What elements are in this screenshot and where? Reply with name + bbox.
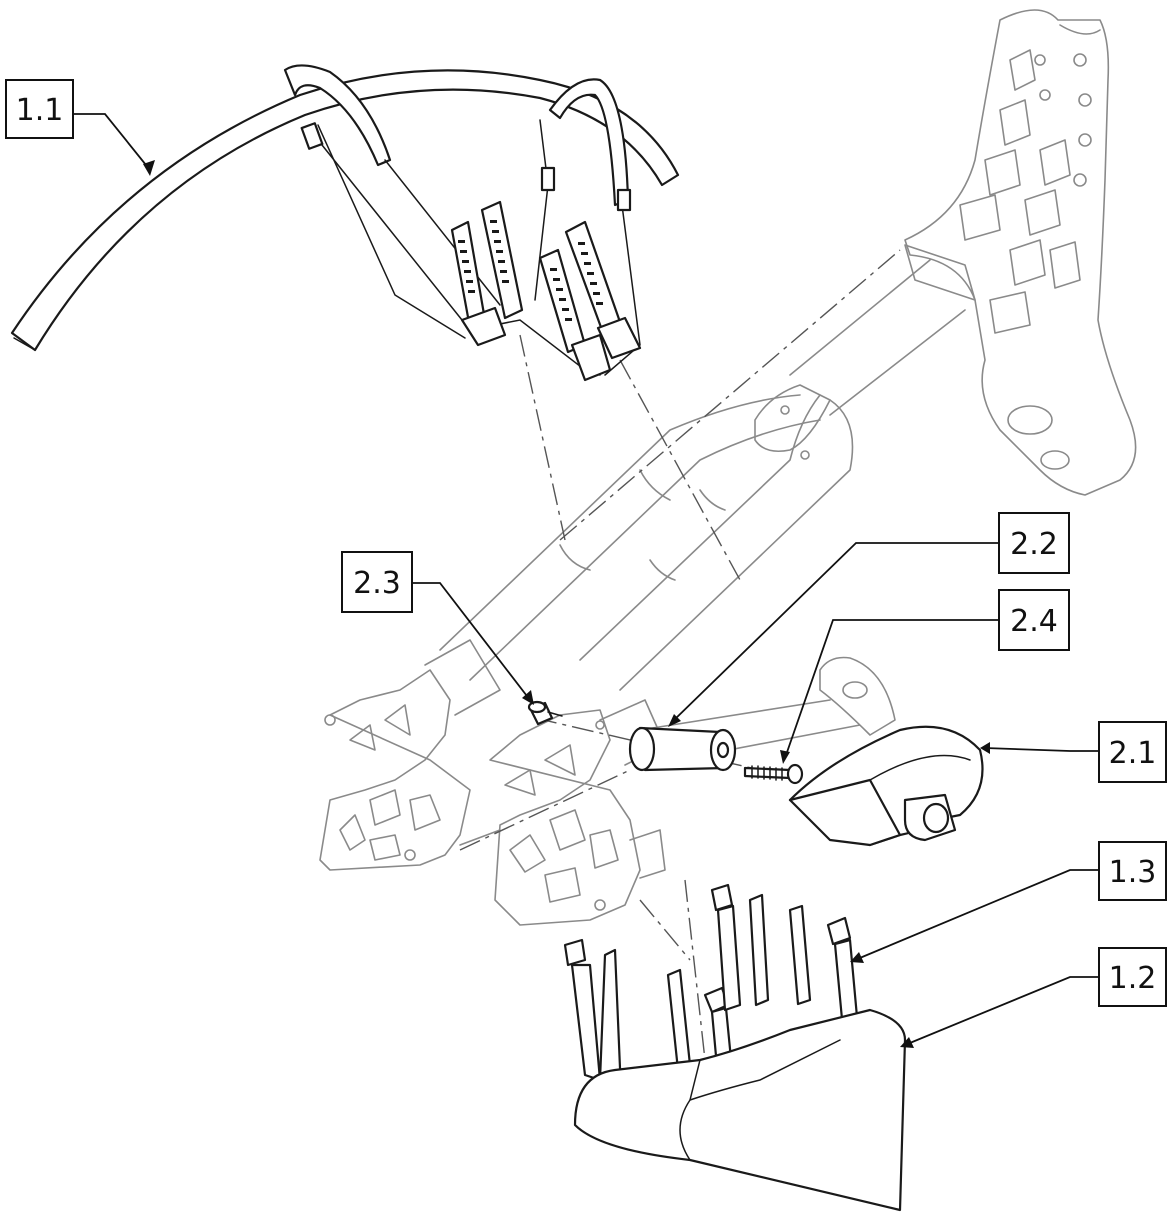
callout-2-3: 2.3 (341, 551, 413, 613)
screw-part (743, 763, 804, 785)
heel-loop-pad (573, 1008, 907, 1212)
callout-2-2-label: 2.2 (1010, 527, 1058, 562)
callout-2-3-label: 2.3 (353, 566, 401, 601)
ratchet-ladder-straps (450, 200, 642, 382)
callout-2-4: 2.4 (998, 589, 1070, 651)
callout-2-1: 2.1 (1098, 721, 1167, 783)
frame-assembly (319, 9, 1137, 926)
callout-1-1-label: 1.1 (16, 93, 64, 128)
callout-2-2: 2.2 (998, 512, 1070, 574)
callout-2-4-label: 2.4 (1010, 604, 1058, 639)
footplate-part (788, 725, 984, 847)
callout-1-3-label: 1.3 (1109, 855, 1157, 890)
callout-1-2: 1.2 (1098, 947, 1167, 1007)
callout-1-3: 1.3 (1098, 841, 1167, 901)
spacer-part (628, 726, 737, 772)
bushing-part (527, 700, 563, 726)
callout-1-2-label: 1.2 (1109, 961, 1157, 996)
calf-strap-assembly (10, 64, 680, 382)
cable-ties (563, 883, 860, 1102)
leader-lines (73, 113, 1099, 1048)
callout-2-1-label: 2.1 (1109, 736, 1157, 771)
callout-1-1: 1.1 (5, 79, 74, 139)
